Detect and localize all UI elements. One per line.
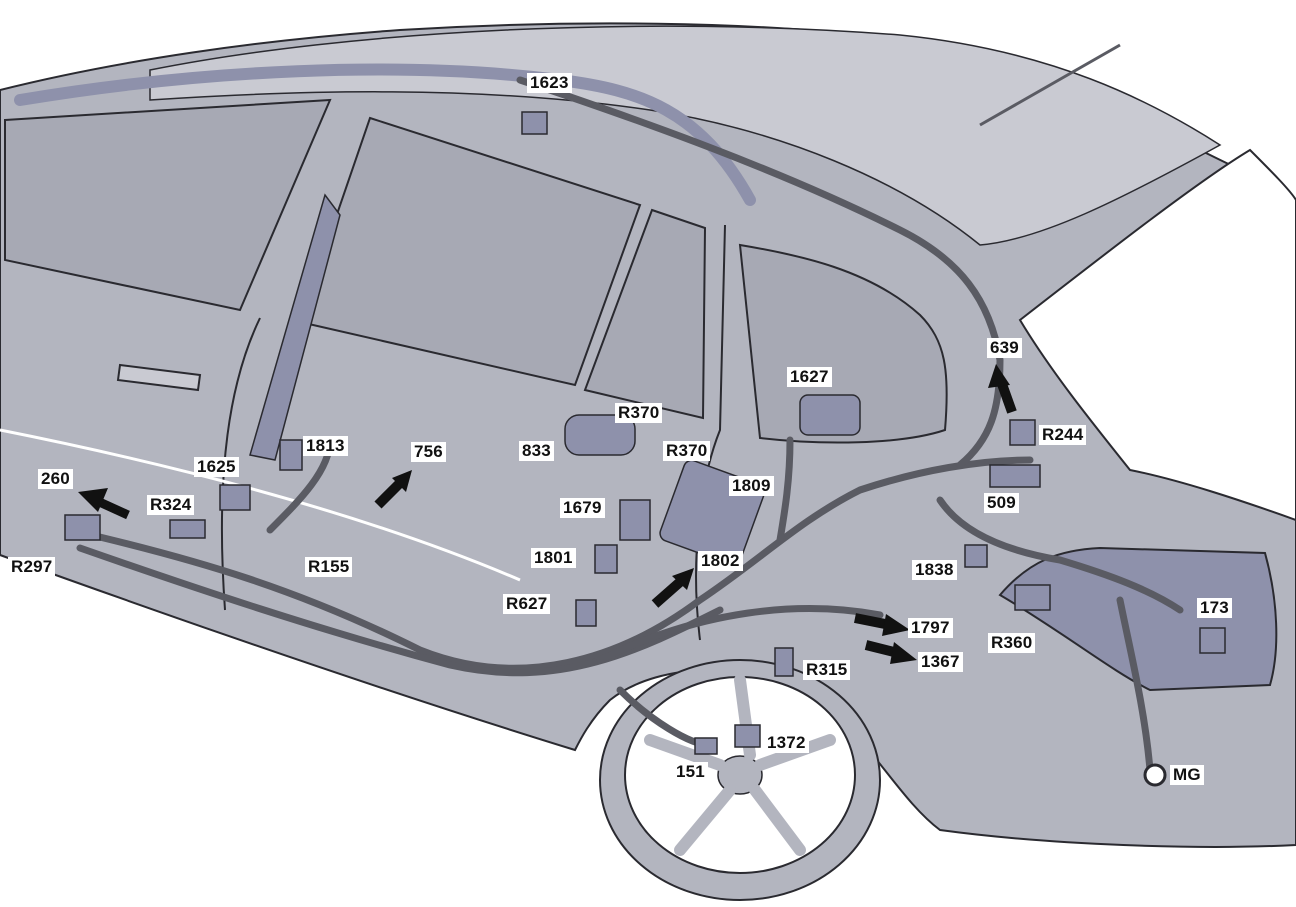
label-756: 756 [411,442,446,462]
arrow-756 [374,470,412,509]
label-1625: 1625 [194,457,239,477]
label-173: 173 [1197,598,1232,618]
label-1797: 1797 [908,618,953,638]
label-1838: 1838 [912,560,957,580]
label-1802: 1802 [698,551,743,571]
rear-quarter-small-window [583,208,707,420]
label-639: 639 [987,338,1022,358]
label-151: 151 [673,762,708,782]
rear-quarter-window [738,243,948,444]
door-seam-front [220,317,261,611]
arrow-1802 [651,568,694,608]
label-R627: R627 [503,594,551,614]
label-1627: 1627 [787,367,832,387]
label-1801: 1801 [531,548,576,568]
rear-wheel [599,659,881,901]
roof-panel [149,25,1222,246]
label-1623: 1623 [527,73,572,93]
label-1809: 1809 [729,476,774,496]
label-R370-b: R370 [663,441,711,461]
label-833: 833 [519,441,554,461]
arrow-1797 [854,613,910,636]
front-door-window [4,98,332,312]
label-1367: 1367 [918,652,963,672]
label-MG: MG [1170,765,1204,785]
arrow-260 [78,488,130,520]
label-R324: R324 [147,495,195,515]
label-R297: R297 [8,557,56,577]
door-handle [116,363,202,392]
label-R360: R360 [988,633,1036,653]
label-1679: 1679 [560,498,605,518]
body-crease [0,428,521,582]
arrow-1367 [864,640,917,664]
label-R244: R244 [1039,425,1087,445]
label-1813: 1813 [303,436,348,456]
label-260: 260 [38,469,73,489]
arrow-639 [988,364,1017,414]
seatbelt-strap [249,193,341,461]
antenna [979,43,1121,127]
label-R370-a: R370 [615,403,663,423]
label-R155: R155 [305,557,353,577]
label-1372: 1372 [764,733,809,753]
curtain-airbag [14,63,756,206]
label-509: 509 [984,493,1019,513]
connectors [64,111,1226,787]
label-R315: R315 [803,660,851,680]
